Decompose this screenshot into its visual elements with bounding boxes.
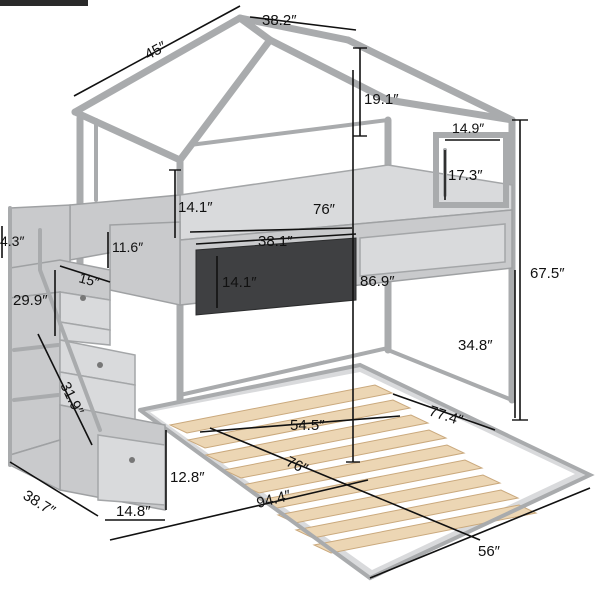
label-total-height: 67.5″ <box>530 265 565 282</box>
dimension-arrows <box>1 5 591 579</box>
storage-stairs <box>8 204 166 511</box>
label-stair-height: 29.9″ <box>13 292 48 309</box>
label-window-width: 14.9″ <box>452 120 484 136</box>
bottom-bed-frame <box>138 362 595 581</box>
label-floor-clearance: 12.8″ <box>170 469 205 486</box>
label-chalkboard-height: 14.1″ <box>222 274 257 291</box>
label-side-panel-height: 11.6″ <box>112 239 143 255</box>
label-under-bed-clearance: 34.8″ <box>458 337 493 354</box>
house-roof-frame <box>71 14 516 202</box>
label-stair-depth: 38.7″ <box>20 487 59 520</box>
label-stair-width: 14.8″ <box>116 503 151 520</box>
chalkboard <box>195 237 357 316</box>
drawer-knob <box>129 457 135 463</box>
label-top-bunk-length: 76″ <box>313 201 336 218</box>
drawer-knob <box>80 295 86 301</box>
label-stair-step-depth: 15″ <box>77 269 101 290</box>
label-guardrail-height: 14.1″ <box>178 199 213 216</box>
label-bottom-slat-width: 54.5″ <box>290 417 325 434</box>
corner-bar <box>0 0 88 6</box>
label-roof-height: 19.1″ <box>364 91 399 108</box>
dimension-labels: 45″ 38.2″ 19.1″ 14.9″ 17.3″ 14.1″ 76″ 4.… <box>0 12 565 560</box>
drawer-knob <box>97 362 103 368</box>
label-roof-width: 38.2″ <box>262 12 297 29</box>
label-ladder-rail: 4.3″ <box>0 233 24 249</box>
label-bottom-frame-width: 56″ <box>478 543 501 560</box>
label-top-bunk-overall-length: 86.9″ <box>360 273 395 290</box>
label-window-height: 17.3″ <box>448 167 483 184</box>
window-frame <box>433 132 509 208</box>
label-chalkboard-width: 38.1″ <box>258 233 293 250</box>
